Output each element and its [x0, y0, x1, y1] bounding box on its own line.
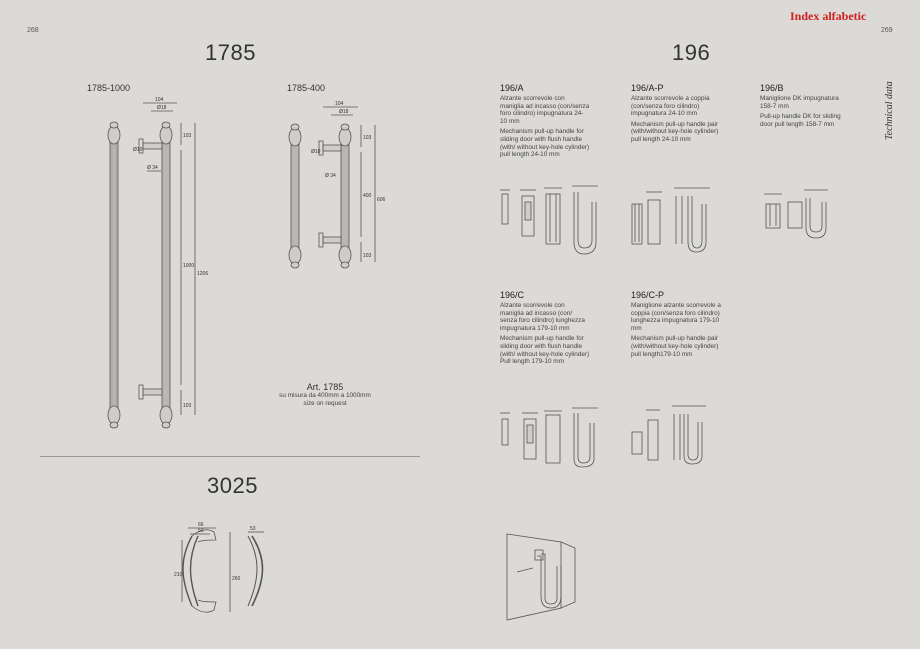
product-196-c: 196/C Alzante scorrevole con maniglia ad…: [500, 290, 590, 369]
dim-1000-d3: Ø10: [133, 147, 143, 153]
variant-1785-400-label: 1785-400: [287, 83, 326, 93]
product-code: 196/A-P: [631, 83, 664, 93]
product-code: 196/C-P: [631, 290, 665, 300]
dim-3025-h2: 260: [232, 576, 241, 582]
description-it: Alzante scorrevole con maniglia ad incas…: [500, 302, 585, 332]
dim-400-d4: Ø 34: [325, 173, 336, 179]
product-196-a: 196/A Alzante scorrevole con maniglia ad…: [500, 83, 590, 162]
art-1785-size-it: su misura da 400mm a 1000mm: [279, 392, 371, 399]
description-en: Pull-up handle DK for sliding door pull …: [760, 113, 841, 128]
description-it: Alzante scorrevole a coppia (con/senza f…: [631, 95, 710, 118]
product-code: 196/A: [500, 83, 524, 93]
dim-400-d7: 606: [377, 197, 386, 203]
dim-1000-d2: Ø18: [157, 105, 167, 111]
title-196: 196: [672, 40, 711, 65]
product-196-c-p: 196/C-P Maniglione alzante scorrevole a …: [631, 290, 721, 361]
technical-data-label: Technical data: [884, 81, 895, 140]
product-196-a-p: 196/A-P Alzante scorrevole a coppia (con…: [631, 83, 721, 147]
dim-3025-w3: 53: [250, 526, 256, 532]
description-en: Mechanism pull-up handle for sliding doo…: [500, 335, 590, 366]
page-number-left: 268: [27, 27, 39, 34]
description-it: Alzante scorrevole con maniglia ad incas…: [500, 95, 590, 125]
drawing-3025: 66 50 53 210 260: [174, 522, 264, 613]
drawing-196-c-p: [631, 405, 706, 465]
product-196-b: 196/B Maniglione DK impugnatura 158-7 mm…: [760, 83, 850, 131]
drawing-196-a-p: [631, 187, 710, 253]
dim-3025-h1: 210: [174, 572, 183, 578]
index-link[interactable]: Index alfabetic: [790, 9, 867, 23]
drawing-196-a: [500, 185, 598, 255]
art-1785-title: Art. 1785: [306, 382, 344, 392]
dim-1000-d4: Ø 34: [147, 165, 158, 171]
title-3025: 3025: [207, 473, 258, 498]
dim-1000-d1: 104: [155, 97, 164, 103]
divider: [40, 456, 420, 457]
drawing-196-c: [500, 407, 598, 468]
dim-1000-d6: 1000: [183, 263, 194, 269]
dim-3025-w2: 50: [198, 528, 204, 534]
dim-1000-d5: 103: [183, 133, 192, 139]
dim-400-d6: 400: [363, 193, 372, 199]
dim-400-d1: 104: [335, 101, 344, 107]
dim-400-d5: 103: [363, 135, 372, 141]
drawing-1785-1000: 104 Ø18 Ø10 Ø 34 103 1000 1206 103: [107, 97, 208, 429]
drawing-1785-400: 104 Ø18 Ø10 Ø 34 103 400 606 103: [288, 101, 386, 269]
description-it: Maniglione alzante scorrevole a coppia (…: [631, 302, 721, 332]
art-1785-size-en: size on request: [303, 399, 347, 407]
product-code: 196/C: [500, 290, 525, 300]
description-en: Mechanism pull-up handle pair (with/with…: [631, 335, 719, 358]
product-code: 196/B: [760, 83, 784, 93]
description-en: Mechanism pull-up handle pair (with/with…: [631, 120, 719, 143]
page-number-right: 269: [881, 27, 893, 34]
dim-1000-d8: 103: [183, 403, 192, 409]
dim-400-d3: Ø10: [311, 149, 321, 155]
art-1785-caption: Art. 1785 su misura da 400mm a 1000mm si…: [270, 382, 380, 407]
drawing-196-perspective: [506, 533, 576, 621]
description-en: Mechanism pull-up handle for sliding doo…: [500, 128, 590, 159]
description-it: Maniglione DK impugnatura 158-7 mm: [760, 95, 839, 110]
title-1785: 1785: [205, 40, 256, 65]
dim-400-d2: Ø18: [339, 109, 349, 115]
dim-400-d8: 103: [363, 253, 372, 259]
dim-3025-w1: 66: [198, 522, 204, 528]
variant-1785-1000-label: 1785-1000: [87, 83, 131, 93]
drawing-196-b: [764, 189, 828, 239]
dim-1000-d7: 1206: [197, 271, 208, 277]
